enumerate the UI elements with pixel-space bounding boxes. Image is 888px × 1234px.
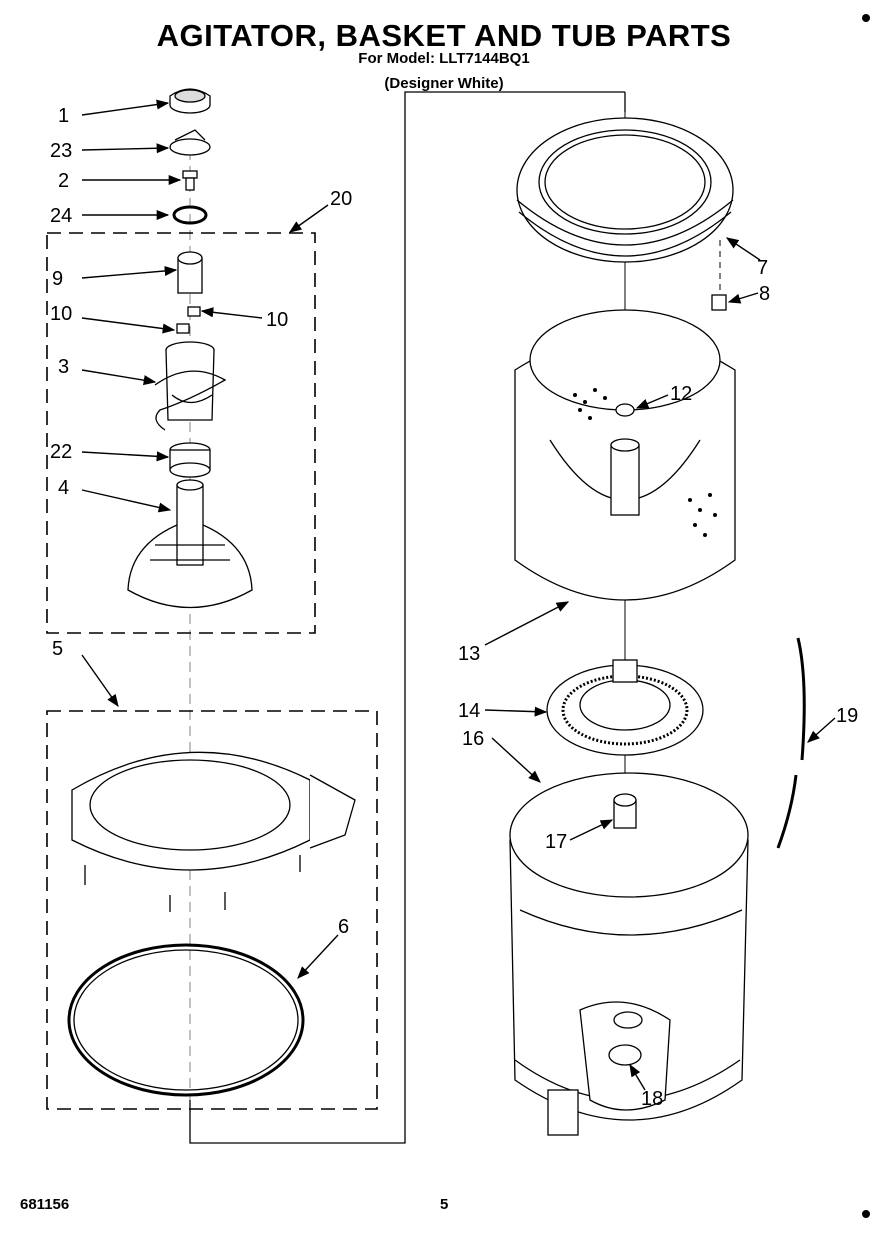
registration-dot [862, 1210, 870, 1218]
basket-part [514, 309, 736, 601]
doc-number: 681156 [20, 1196, 70, 1213]
hub-ring-part [546, 659, 704, 756]
hose-part [776, 637, 806, 849]
leader-connector-line [189, 91, 625, 1144]
seal-part [613, 793, 637, 829]
tub-seal-part [67, 943, 305, 1097]
dog-part [176, 306, 201, 334]
callout-3: 3 [58, 356, 69, 378]
callout-10-right: 10 [266, 309, 288, 331]
callout-24: 24 [50, 205, 72, 227]
assembly-20-box [46, 232, 316, 634]
ratchet-part [169, 442, 211, 478]
cam-part [177, 251, 203, 294]
tub-top-ring-part [516, 117, 734, 263]
model-label: For Model: LLT7144BQ1 [358, 50, 530, 67]
callout-5: 5 [52, 638, 63, 660]
callout-23: 23 [50, 140, 72, 162]
auger-part [154, 341, 227, 431]
assembly-5-box [46, 710, 378, 1110]
agitator-base-part [127, 479, 253, 609]
bolt-part [182, 170, 198, 191]
callout-17: 17 [545, 831, 567, 853]
callout-6: 6 [338, 916, 349, 938]
callout-7: 7 [757, 257, 768, 279]
drain-fitting-part [579, 1001, 671, 1111]
callout-13: 13 [458, 643, 480, 665]
callout-12: 12 [670, 383, 692, 405]
clip-part [711, 294, 727, 311]
color-label: (Designer White) [384, 75, 504, 92]
callout-9: 9 [52, 268, 63, 290]
callout-14: 14 [458, 700, 480, 722]
cover-part [169, 129, 211, 156]
outer-tub-part [509, 772, 749, 1136]
basket-holes-pattern [573, 388, 717, 537]
callout-16: 16 [462, 728, 484, 750]
callout-1: 1 [58, 105, 69, 127]
callout-22: 22 [50, 441, 72, 463]
registration-dot [862, 14, 870, 22]
callout-8: 8 [759, 283, 770, 305]
diagram-title: AGITATOR, BASKET AND TUB PARTS [156, 18, 732, 53]
callout-10-left: 10 [50, 303, 72, 325]
page-number: 5 [440, 1196, 449, 1213]
tub-ring-part [71, 751, 356, 912]
callout-2: 2 [58, 170, 69, 192]
nut-part [615, 403, 635, 417]
callout-20: 20 [330, 188, 352, 210]
agitator-cap-part [169, 88, 211, 114]
callout-19: 19 [836, 705, 858, 727]
callout-4: 4 [58, 477, 69, 499]
callout-18: 18 [641, 1088, 663, 1110]
washer-ring-part [172, 205, 208, 225]
